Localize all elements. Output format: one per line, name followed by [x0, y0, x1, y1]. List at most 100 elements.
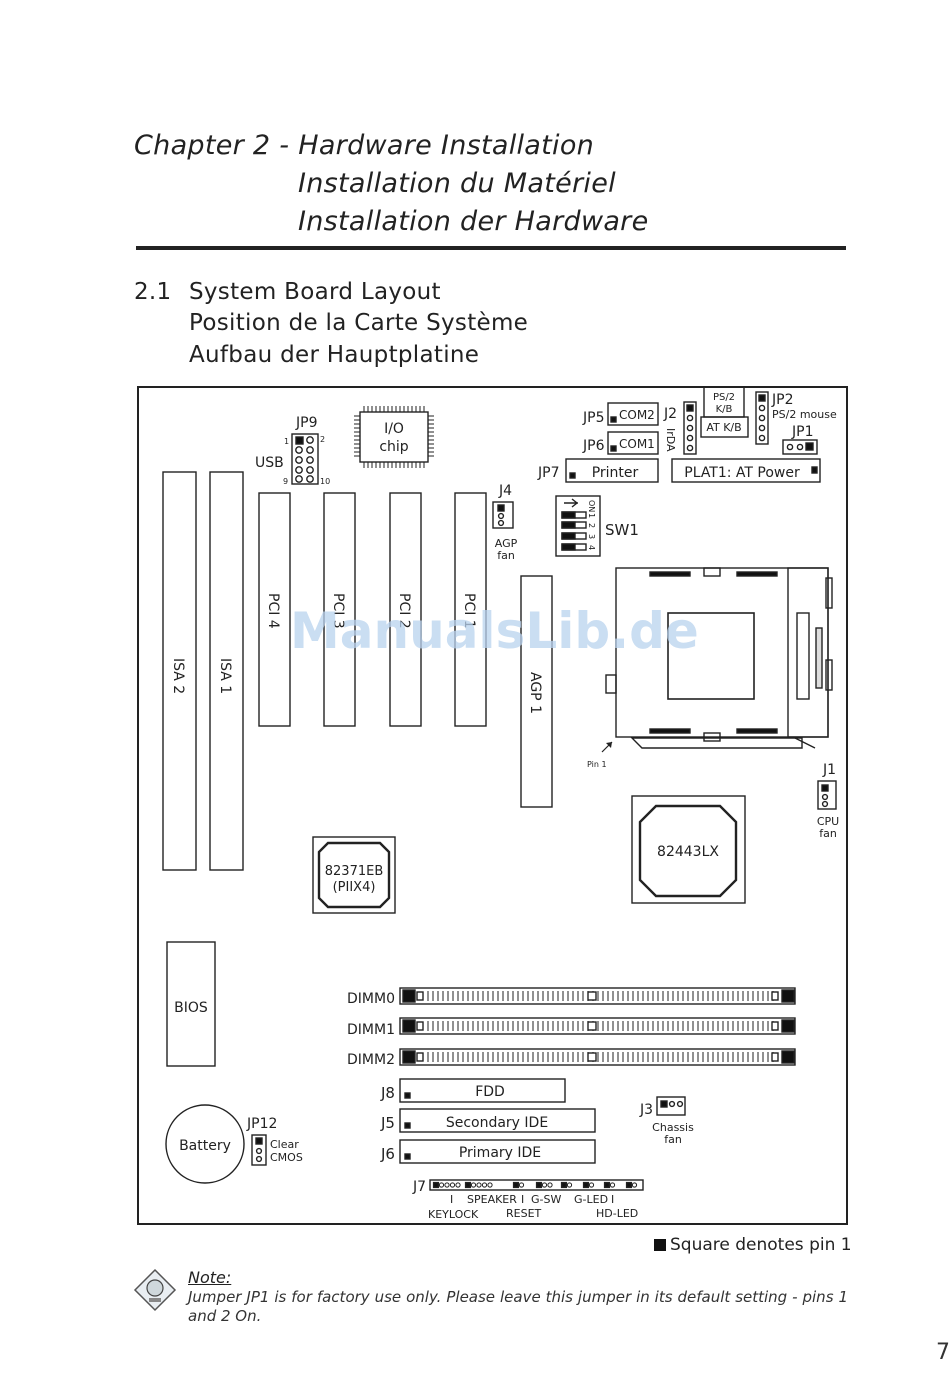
dimm0-slot: [399, 987, 796, 1005]
agp-fan-header: [492, 501, 514, 529]
jp1-label: JP1: [791, 424, 813, 440]
primary-ide-label: Primary IDE: [459, 1145, 541, 1161]
isa2-label: ISA 2: [170, 658, 186, 694]
southbridge-label-1: 82371EB: [325, 864, 384, 879]
pci2-slot: [389, 492, 422, 727]
southbridge-label-2: (PIIX4): [333, 880, 376, 895]
bios-label: BIOS: [174, 1000, 208, 1016]
j7-gsw-label: G-SW: [531, 1193, 561, 1206]
note-text: Jumper JP1 is for factory use only. Plea…: [188, 1288, 848, 1325]
chassis-fan-header: [656, 1096, 686, 1116]
sw1-2-label: 2: [587, 523, 596, 528]
io-chip-label-1: I/O: [384, 421, 404, 437]
secondary-ide-label: Secondary IDE: [446, 1115, 548, 1131]
pci3-slot: [323, 492, 356, 727]
battery: [165, 1104, 245, 1184]
sw1-4-label: 4: [587, 545, 596, 550]
pci4-slot: [258, 492, 291, 727]
section-title-en: System Board Layout: [189, 279, 441, 305]
dimm2-slot: [399, 1048, 796, 1066]
sw1-dip-switch: ON 1 2 3 4 SW1: [555, 495, 639, 557]
ps2-kb-label-1: PS/2: [713, 392, 735, 403]
com1-label: COM1: [619, 437, 655, 451]
jp7-label: JP7: [537, 465, 559, 481]
at-kb-connector: [700, 416, 749, 438]
plat1-power-connector: [671, 458, 821, 483]
j7-hdled-marker: I: [611, 1193, 614, 1206]
primary-ide-connector: [399, 1139, 596, 1164]
com2-header: [607, 402, 659, 426]
cpu-fan-label-2: fan: [819, 827, 837, 840]
pin1-label: Pin 1: [587, 760, 607, 769]
legend: Square denotes pin 1: [654, 1235, 852, 1255]
printer-label: Printer: [592, 465, 639, 481]
chapter-title-fr: Installation du Matériel: [298, 168, 616, 199]
dimm-slots: [399, 987, 796, 1066]
io-chip-label-2: chip: [379, 439, 408, 455]
agp-fan-label-2: fan: [497, 549, 515, 562]
chassis-fan-label-1: Chassis: [652, 1121, 694, 1134]
sw1-on-label: ON: [587, 500, 596, 512]
jp9-label: JP9: [295, 415, 317, 431]
j2-label: J2: [663, 406, 677, 422]
sw1-label: SW1: [605, 521, 639, 539]
dimm1-label: DIMM1: [347, 1022, 395, 1038]
jp9-usb-header: JP9 1 2 9 10 USB: [255, 415, 330, 486]
j7-label: J7: [412, 1179, 426, 1195]
j6-label: J6: [380, 1145, 395, 1163]
jp2-header: [755, 391, 769, 445]
jp6-label: JP6: [582, 438, 605, 454]
agp1-label: AGP 1: [527, 672, 543, 714]
chapter-title-de: Installation der Hardware: [298, 206, 649, 237]
clear-cmos-label-2: CMOS: [270, 1151, 303, 1164]
pci4-label: PCI 4: [265, 593, 281, 629]
j4-label: J4: [498, 483, 512, 499]
jp1-header: [782, 439, 818, 455]
dimm0-label: DIMM0: [347, 991, 395, 1007]
jp5-label: JP5: [582, 410, 604, 426]
cpu-fan-header: [817, 780, 837, 810]
ps2-mouse-label: PS/2 mouse: [772, 408, 837, 421]
section-title-de: Aufbau der Hauptplatine: [189, 342, 480, 368]
agp-fan-label-1: AGP: [495, 537, 518, 550]
jp9-pin-1: 1: [284, 437, 289, 446]
plat1-label: PLAT1: AT Power: [684, 465, 800, 481]
j7-speaker-label: SPEAKER: [467, 1193, 517, 1206]
fdd-label: FDD: [475, 1084, 505, 1100]
jp9-pin-9: 9: [283, 477, 288, 486]
watermark: ManualsLib.de: [290, 602, 699, 660]
chapter-title-en: Chapter 2 - Hardware Installation: [134, 130, 595, 161]
isa2-slot: [162, 471, 197, 871]
cpu-slot: [605, 567, 833, 749]
northbridge-82443lx: 82443LX: [631, 795, 746, 904]
jp12-label: JP12: [246, 1116, 277, 1132]
j7-keylock-marker: I: [450, 1193, 453, 1206]
note-icon: [133, 1268, 177, 1312]
secondary-ide-connector: [399, 1108, 596, 1133]
jp9-pin-2: 2: [320, 435, 325, 444]
pci2-label: PCI 2: [396, 593, 412, 629]
pci1-slot: [454, 492, 487, 727]
bios-chip: [166, 941, 216, 1067]
chassis-fan-label-2: fan: [664, 1133, 682, 1146]
at-kb-label: AT K/B: [706, 421, 741, 434]
section-title-fr: Position de la Carte Système: [189, 310, 529, 336]
j1-label: J1: [822, 762, 836, 778]
dimm1-slot: [399, 1017, 796, 1035]
front-panel-header: [429, 1179, 644, 1191]
ps2-kb-label-2: K/B: [716, 404, 733, 415]
sw1-1-label: 1: [587, 513, 596, 518]
clear-cmos-jumper: [251, 1134, 267, 1166]
j8-label: J8: [380, 1084, 395, 1102]
fdd-connector: [399, 1078, 566, 1103]
legend-text: Square denotes pin 1: [670, 1235, 852, 1255]
jp2-label: JP2: [771, 392, 793, 408]
isa1-slot: [209, 471, 244, 871]
pin1-square-icon: [654, 1239, 666, 1251]
io-chip: I/O chip: [354, 406, 434, 468]
cpu-fan-label-1: CPU: [817, 815, 839, 828]
irda-header: [683, 401, 697, 455]
clear-cmos-label-1: Clear: [270, 1138, 299, 1151]
board-outline: [137, 386, 848, 1225]
